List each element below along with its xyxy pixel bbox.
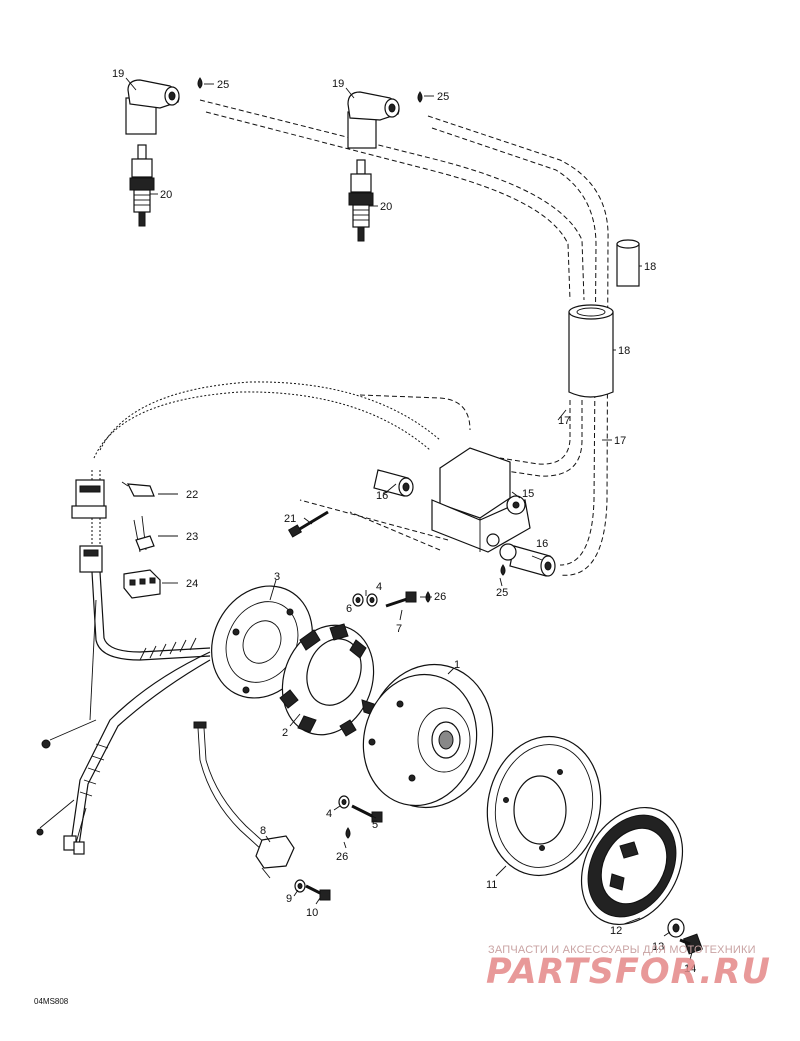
callout-22: 22 [186, 489, 198, 501]
callout-24: 24 [186, 578, 198, 590]
harness-connector-lower [79, 545, 103, 573]
harness-wire-loop [91, 381, 441, 548]
stator [279, 623, 377, 737]
callout-18-small-sleeve: 18 [644, 261, 656, 273]
trigger-coil [255, 835, 295, 879]
ring-gear [486, 735, 602, 877]
leader-lines [125, 77, 693, 961]
sealant-drop-icon [197, 77, 506, 839]
callout-19-left: 19 [112, 68, 124, 80]
callout-9: 9 [286, 893, 292, 905]
callout-17-right: 17 [614, 435, 626, 447]
connector-23 [133, 515, 155, 553]
protective-sleeve-large [568, 304, 614, 398]
callout-13: 13 [652, 941, 664, 953]
stator-wire-harness [36, 571, 211, 855]
callout-4-upper: 4 [376, 581, 382, 593]
callout-16-right: 16 [536, 538, 548, 550]
screw-7 [385, 591, 417, 608]
harness-connector-upper [71, 479, 107, 519]
callout-1: 1 [454, 659, 460, 671]
washer-6 [352, 593, 364, 607]
callout-12: 12 [610, 925, 622, 937]
high-tension-wire-right [427, 115, 609, 576]
drawing-reference-code: 04MS808 [34, 997, 69, 1006]
callout-20-right: 20 [380, 201, 392, 213]
callout-16-left: 16 [376, 490, 388, 502]
callout-5: 5 [372, 819, 378, 831]
flywheel [362, 663, 494, 809]
coil-screw [287, 510, 329, 538]
high-tension-wire-left [199, 99, 585, 301]
protective-sleeve-small [616, 239, 640, 287]
callout-7: 7 [396, 623, 402, 635]
callout-11: 11 [486, 879, 497, 891]
callout-17-left: 17 [558, 415, 570, 427]
washer-9 [294, 879, 306, 893]
callout-25-left: 25 [217, 79, 229, 91]
callout-26-upper: 26 [434, 591, 446, 603]
starter-cup [580, 806, 684, 926]
callout-10: 10 [306, 907, 318, 919]
callout-14: 14 [684, 963, 696, 975]
callout-20-left: 20 [160, 189, 172, 201]
nut [667, 918, 685, 938]
watermark-logo-text: PARTSFOR.RU [486, 952, 771, 992]
callout-23: 23 [186, 531, 198, 543]
callout-19-right: 19 [332, 78, 344, 90]
screw-10 [305, 884, 331, 901]
spark-plug-left [129, 144, 155, 227]
callout-25-coil: 25 [496, 587, 508, 599]
callout-26-lower: 26 [336, 851, 348, 863]
callout-labels: 19 25 19 25 20 20 18 18 17 17 16 15 16 2… [34, 68, 696, 1006]
high-tension-wire-to-coil [359, 394, 583, 477]
callout-6: 6 [346, 603, 352, 615]
high-tension-boot-right [499, 543, 556, 577]
trigger-coil-wire [193, 721, 269, 851]
watermark-tagline: ЗАПЧАСТИ И АКСЕССУАРЫ ДЛЯ МОТОТЕХНИКИ [488, 944, 756, 956]
callout-3: 3 [274, 571, 280, 583]
washer-4-upper [366, 593, 378, 607]
callout-4-lower: 4 [326, 808, 332, 820]
callout-15: 15 [522, 488, 534, 500]
callout-25-right: 25 [437, 91, 449, 103]
spark-plug-cap-left [125, 79, 180, 135]
callout-2: 2 [282, 727, 288, 739]
callout-18-large-sleeve: 18 [618, 345, 630, 357]
callout-8: 8 [260, 825, 266, 837]
washer-4-lower [338, 795, 350, 809]
spiral-wrap [79, 637, 197, 797]
bolt [679, 933, 703, 955]
spark-plug-right [348, 159, 374, 242]
ignition-coil [299, 447, 531, 553]
connector-22 [121, 481, 155, 497]
high-tension-boot-left [373, 469, 414, 497]
callout-21: 21 [284, 513, 296, 525]
spark-plug-cap-right [347, 91, 400, 149]
connector-24 [123, 569, 161, 599]
